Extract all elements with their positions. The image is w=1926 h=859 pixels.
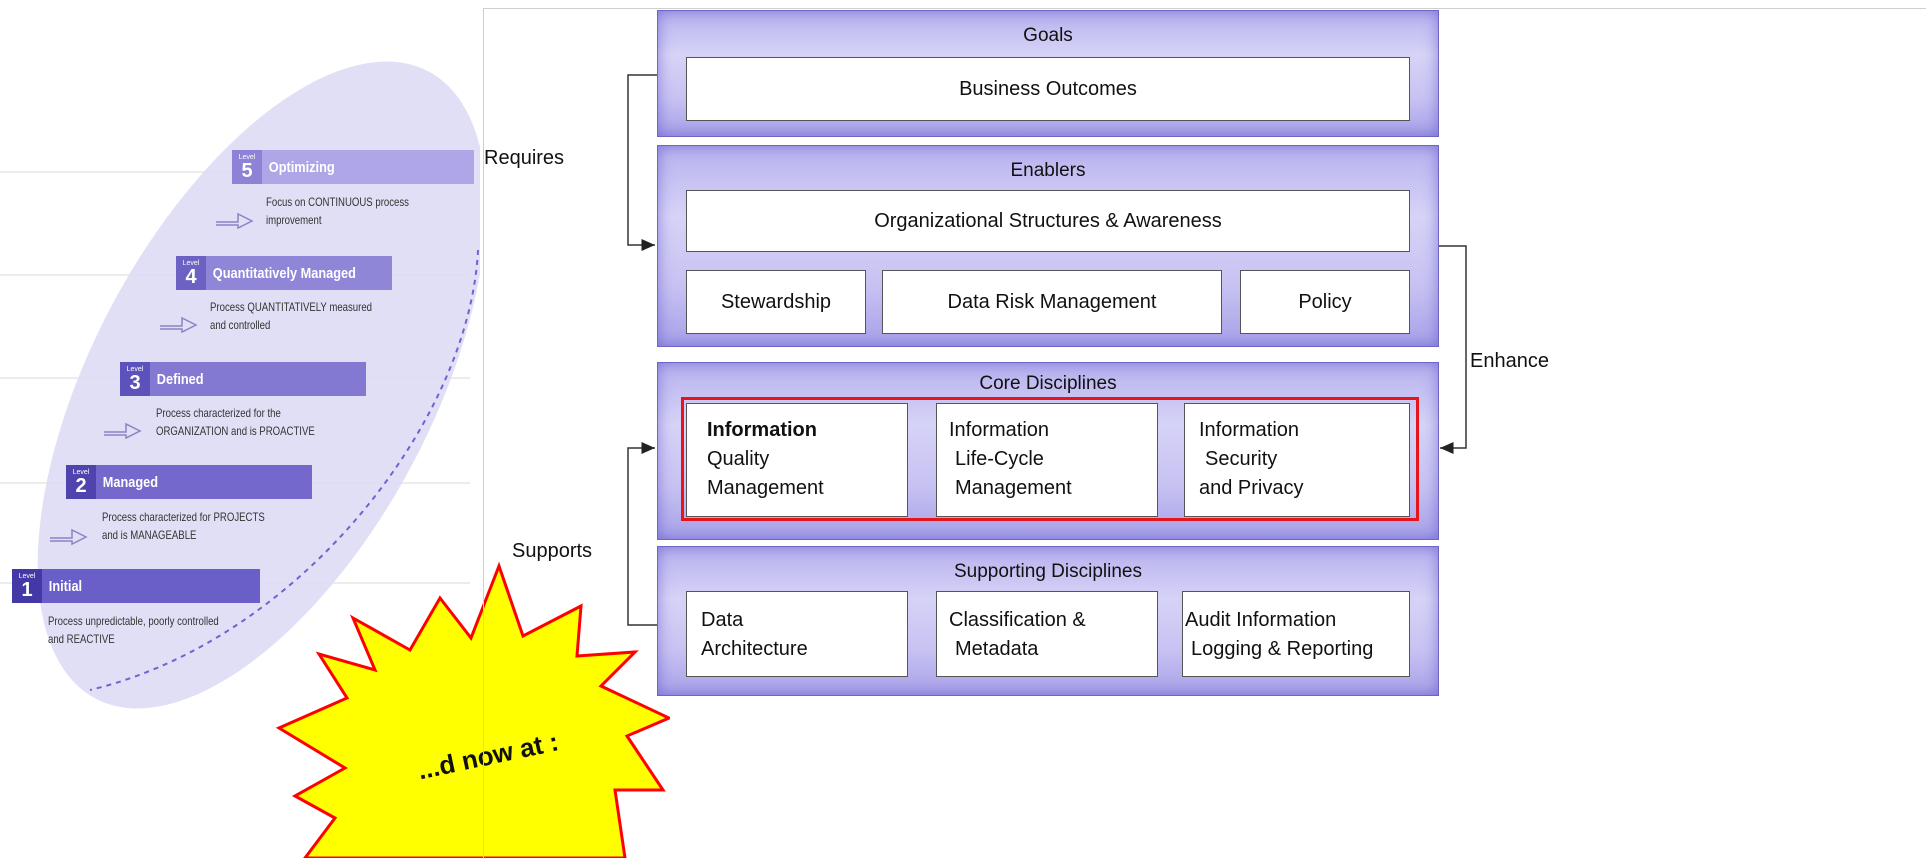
info-security-line1: Information	[1199, 419, 1300, 441]
data-architecture-box: Data Architecture	[686, 591, 908, 677]
data-risk-management-box: Data Risk Management	[882, 270, 1222, 334]
level-tag: Level	[126, 365, 144, 373]
arrow-icon	[104, 422, 142, 440]
core-highlight-frame	[681, 397, 1419, 521]
level-name: Initial	[48, 577, 83, 595]
goals-layer: Goals Business Outcomes	[657, 10, 1439, 137]
starburst-callout: ...d now at :	[275, 558, 670, 858]
core-disciplines-layer: Core Disciplines Information Quality Man…	[657, 362, 1439, 540]
level-number: 2	[75, 474, 87, 497]
level-tag: Level	[182, 259, 200, 267]
supports-label: Supports	[512, 540, 593, 562]
level-1-description: Process unpredictable, poorly controlled…	[48, 614, 219, 646]
classification-line1: Classification &	[949, 609, 1086, 631]
classification-line2: Metadata	[955, 638, 1039, 660]
level-number: 4	[185, 265, 197, 288]
enablers-title: Enablers	[1010, 160, 1086, 181]
info-lifecycle-line2: Life-Cycle	[955, 448, 1044, 470]
starburst-shape	[275, 561, 670, 858]
info-security-line3: and Privacy	[1199, 477, 1304, 499]
audit-line1: Audit Information	[1185, 609, 1337, 631]
core-disciplines-title: Core Disciplines	[979, 373, 1117, 394]
info-quality-management-box: Information Quality Management	[686, 403, 908, 517]
stewardship-box: Stewardship	[686, 270, 866, 334]
level-tag: Level	[18, 572, 36, 580]
goals-title: Goals	[1023, 25, 1073, 46]
level-number: 1	[21, 578, 33, 601]
level-name: Quantitatively Managed	[212, 264, 356, 282]
framework-panel	[483, 8, 1926, 859]
audit-logging-box: Audit Information Logging & Reporting	[1182, 591, 1410, 677]
level-number: 5	[241, 159, 253, 182]
business-outcomes-box: Business Outcomes	[686, 57, 1410, 121]
supporting-disciplines-layer: Supporting Disciplines Data Architecture…	[657, 546, 1439, 696]
level-name: Optimizing	[268, 158, 335, 176]
info-lifecycle-line3: Management	[955, 477, 1072, 499]
info-quality-line1: Information	[707, 419, 817, 441]
arrow-icon	[216, 212, 254, 230]
level-number: 3	[129, 371, 141, 394]
policy-box: Policy	[1240, 270, 1410, 334]
data-architecture-line2: Architecture	[701, 638, 808, 660]
audit-line2: Logging & Reporting	[1191, 638, 1374, 660]
enablers-layer: Enablers Organizational Structures & Awa…	[657, 145, 1439, 347]
level-tag: Level	[72, 468, 90, 476]
requires-label: Requires	[484, 147, 565, 169]
info-quality-line2: Quality	[707, 448, 770, 470]
data-architecture-line1: Data	[701, 609, 744, 631]
info-security-privacy-box: Information Security and Privacy	[1184, 403, 1410, 517]
level-name: Defined	[156, 370, 204, 388]
info-lifecycle-management-box: Information Life-Cycle Management	[936, 403, 1158, 517]
supporting-disciplines-title: Supporting Disciplines	[954, 561, 1142, 582]
classification-metadata-box: Classification & Metadata	[936, 591, 1158, 677]
info-quality-line3: Management	[707, 477, 824, 499]
level-name: Managed	[102, 473, 159, 491]
info-lifecycle-line1: Information	[949, 419, 1050, 441]
arrow-icon	[50, 528, 88, 546]
org-structures-box: Organizational Structures & Awareness	[686, 190, 1410, 252]
level-tag: Level	[238, 153, 256, 161]
arrow-icon	[160, 316, 198, 334]
enhance-label: Enhance	[1470, 350, 1549, 372]
info-security-line2: Security	[1205, 448, 1278, 470]
